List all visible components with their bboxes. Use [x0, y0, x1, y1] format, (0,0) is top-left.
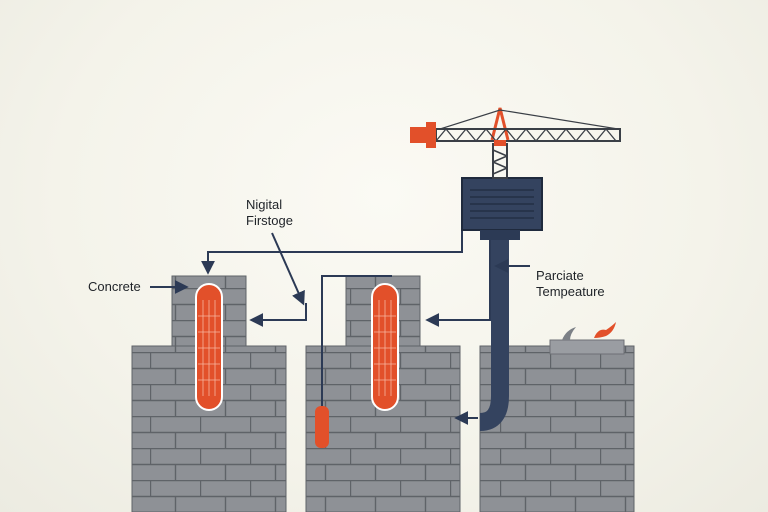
- temperature-label-line1: Parciate: [536, 268, 584, 283]
- concrete-label: Concrete: [88, 279, 141, 294]
- flame-icon: [594, 322, 616, 338]
- monitor-unit: [461, 177, 543, 240]
- temperature-label-line2: Tempeature: [536, 284, 605, 299]
- tower-crane-icon: [410, 107, 621, 179]
- slab-with-flame: [549, 322, 625, 355]
- digital-firstoge-label-line2: Firstoge: [246, 213, 293, 228]
- cooling-pipe: [479, 232, 509, 431]
- connection-arrows: [150, 222, 530, 425]
- heating-element-middle: [371, 283, 399, 411]
- heating-element-left: [195, 283, 223, 411]
- digital-firstoge-label-line1: Nigital: [246, 197, 283, 212]
- probe-sensor: [315, 275, 392, 448]
